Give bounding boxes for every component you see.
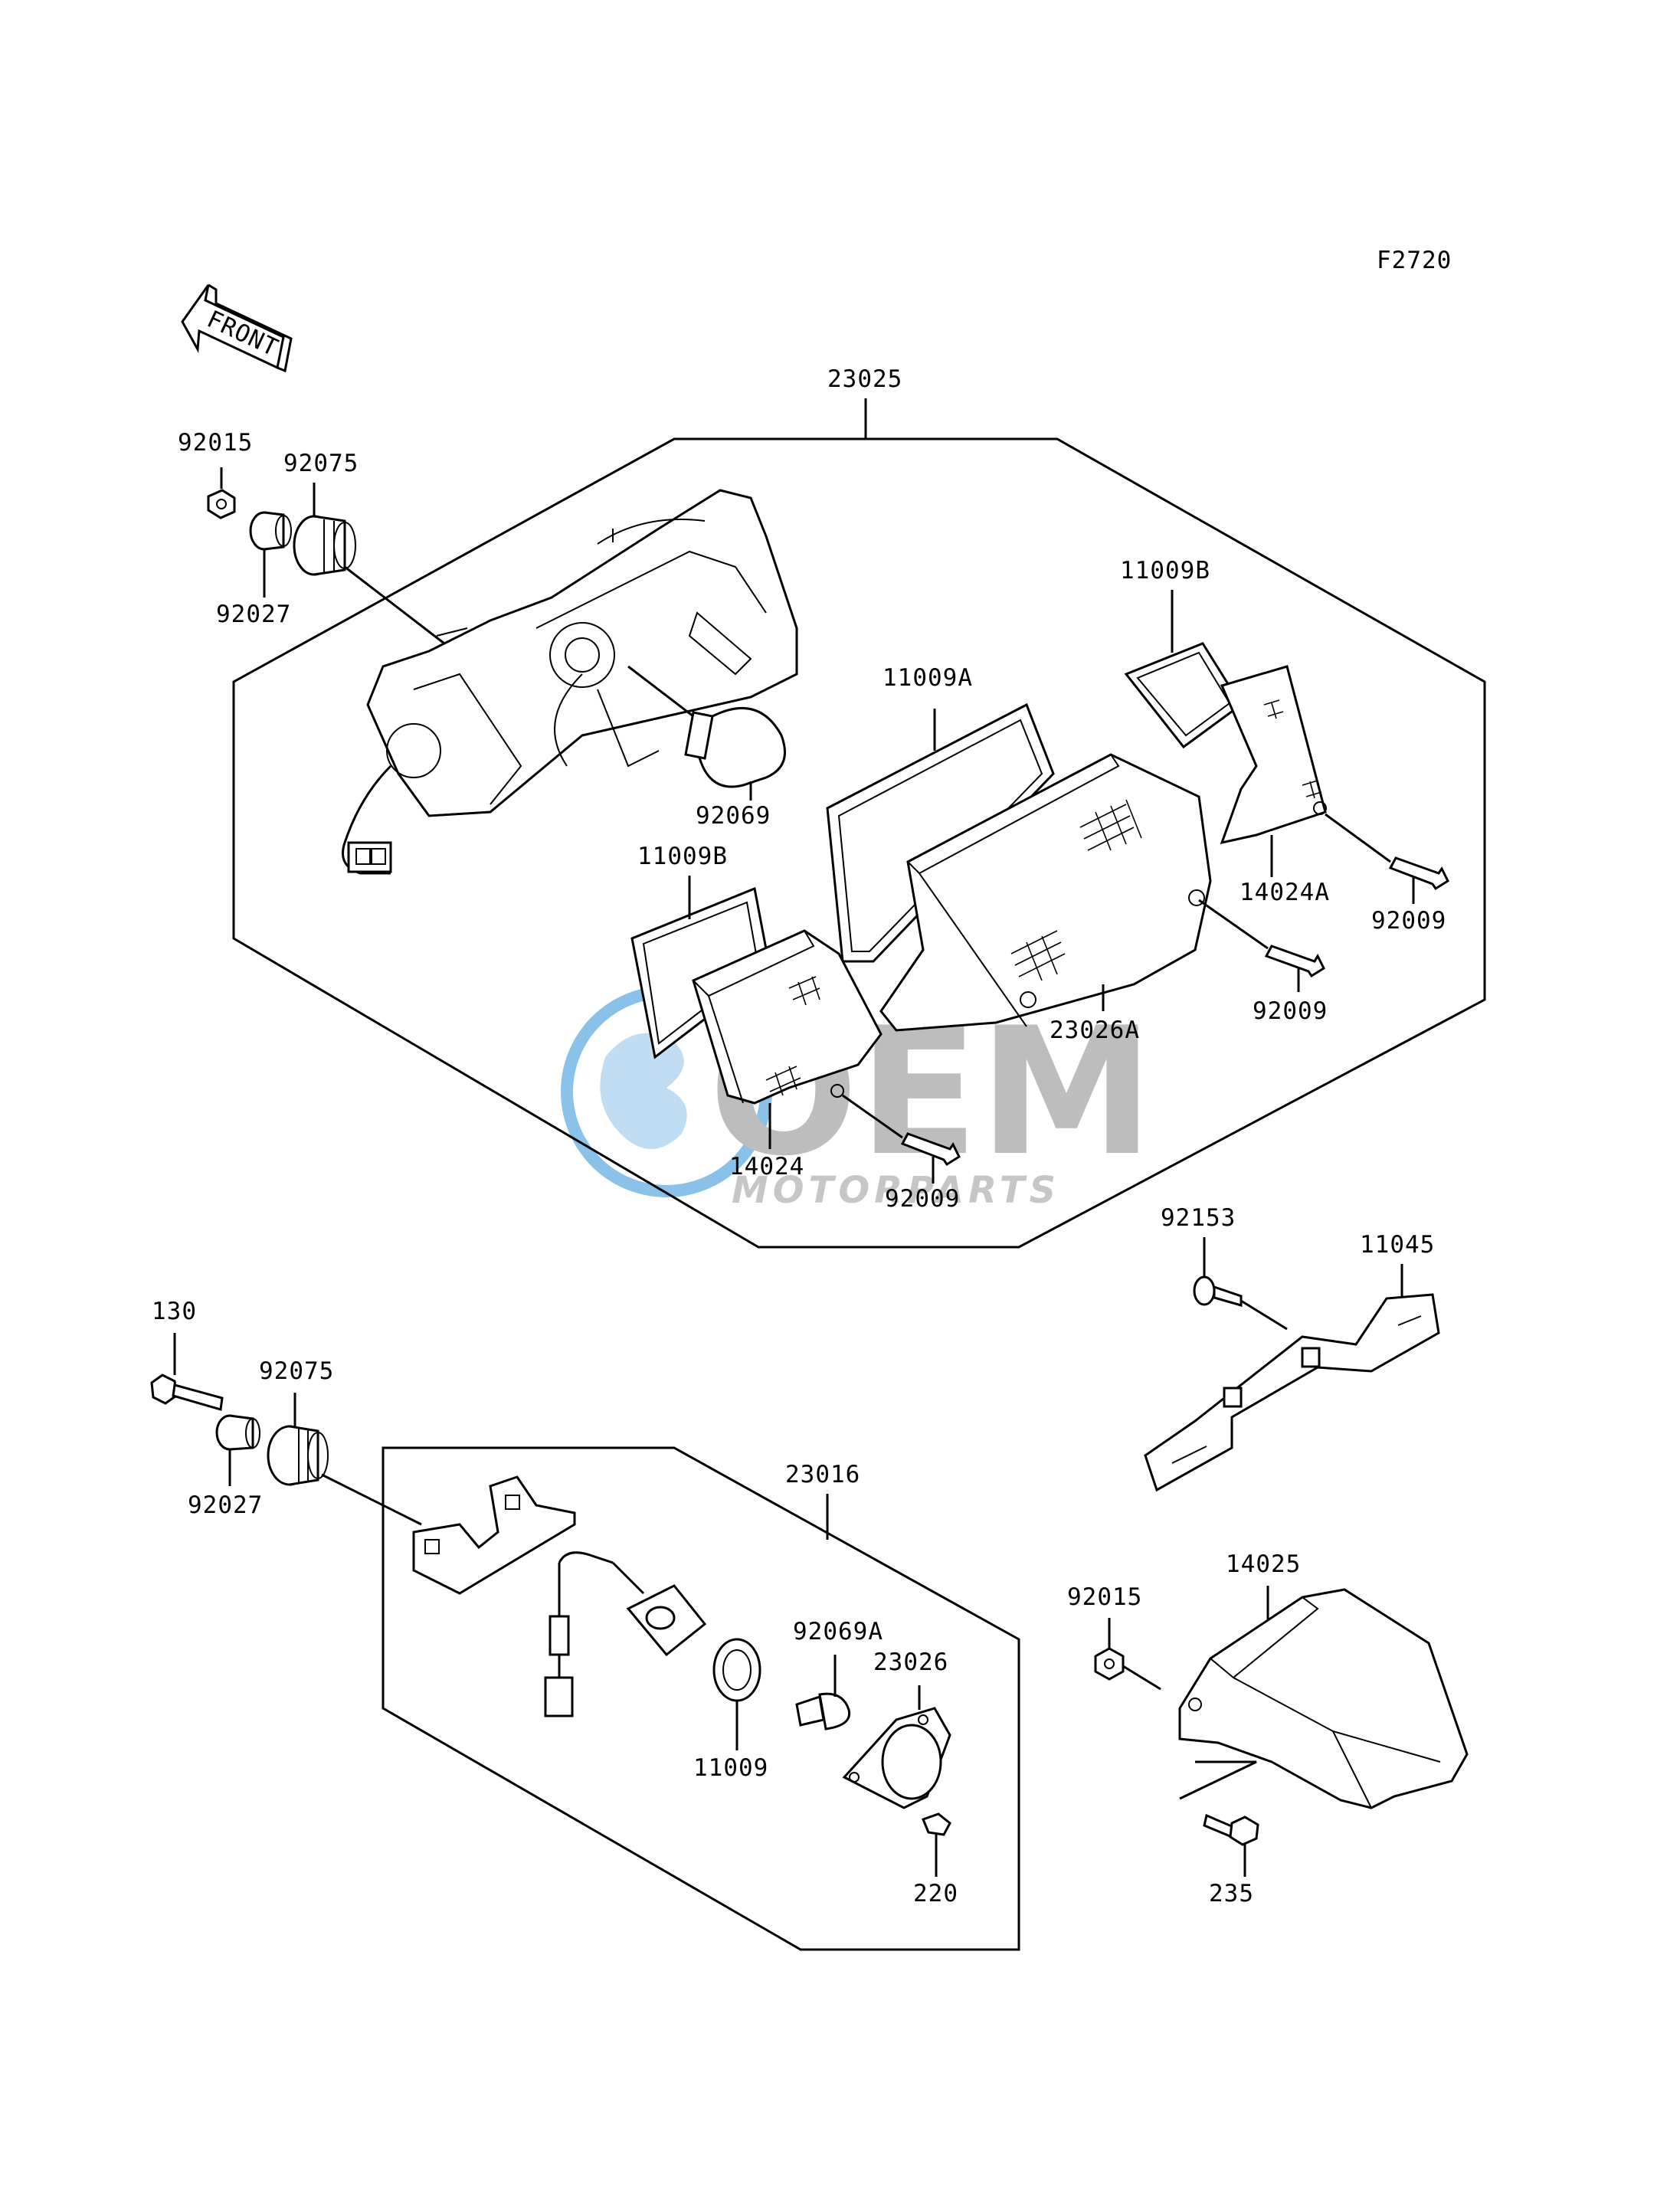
license-light-group: 23016 11009 920 (150, 1298, 1020, 1951)
label-92075-upper: 92075 (283, 450, 359, 477)
label-92069A: 92069A (793, 1618, 883, 1645)
lens-14024A-icon (1220, 665, 1327, 845)
label-11045: 11045 (1360, 1231, 1435, 1259)
bulb-92069A-icon (795, 1692, 851, 1730)
screw-92009-middle-icon (1264, 945, 1325, 978)
bracket-11045-icon (1144, 1293, 1440, 1492)
label-23016: 23016 (785, 1461, 860, 1488)
front-label: FRONT (203, 306, 283, 362)
label-11009B-right: 11009B (1120, 557, 1210, 584)
label-92009-right: 92009 (1371, 907, 1446, 935)
gasket-11009B-right-icon (1124, 642, 1243, 749)
label-92027-upper: 92027 (216, 601, 291, 628)
gasket-11009-icon (712, 1638, 761, 1702)
watermark-sub: MOTORPARTS (732, 1169, 1060, 1212)
label-14024: 14024 (729, 1153, 804, 1180)
collar-92027-lower-icon (215, 1414, 260, 1451)
label-11009A: 11009A (883, 664, 973, 692)
label-11009: 11009 (693, 1754, 768, 1782)
label-14025: 14025 (1226, 1550, 1301, 1578)
tail-light-assembly-group: 23025 92015 (178, 365, 1486, 1249)
label-92027-lower: 92027 (188, 1491, 263, 1519)
lens-hatch (1010, 799, 1142, 981)
label-235: 235 (1209, 1880, 1254, 1907)
screw-220-icon (922, 1812, 951, 1836)
label-23026: 23026 (873, 1649, 948, 1676)
collar-92027-icon (249, 511, 292, 551)
tail-light-housing (366, 489, 798, 817)
label-92069: 92069 (696, 802, 771, 830)
nut-92015-lower-icon (1094, 1647, 1125, 1681)
figure-code: F2720 (1377, 247, 1452, 274)
label-11009B-left: 11009B (637, 843, 728, 870)
grommet-92075-icon (293, 515, 356, 576)
label-23025: 23025 (827, 365, 902, 393)
bulb-92069-icon (684, 706, 786, 788)
screw-92153-icon (1193, 1275, 1243, 1307)
label-92075-lower: 92075 (259, 1357, 334, 1385)
screw-92009-right-icon (1388, 856, 1449, 891)
tail-light-wire-connector (342, 765, 392, 875)
label-92153: 92153 (1161, 1204, 1236, 1232)
label-220: 220 (913, 1880, 958, 1907)
lens-14024-icon (692, 929, 883, 1105)
lens-23026A-icon (879, 753, 1212, 1032)
screw-92009-left-icon (900, 1132, 961, 1167)
label-92009-left: 92009 (885, 1185, 960, 1213)
screw-235-icon (1203, 1813, 1259, 1846)
grommet-92075-lower-icon (267, 1425, 329, 1486)
socket-wire (544, 1551, 707, 1717)
bolt-130-icon (150, 1374, 224, 1411)
license-light-bracket (412, 1475, 576, 1595)
label-23026A: 23026A (1050, 1017, 1140, 1044)
label-14024A: 14024A (1240, 879, 1330, 906)
label-92015-upper: 92015 (178, 429, 253, 457)
label-92015-lower: 92015 (1067, 1583, 1142, 1611)
nut-92015-icon (207, 489, 236, 519)
cover-14025-icon (1178, 1588, 1469, 1809)
label-92009-middle: 92009 (1253, 997, 1328, 1025)
lens-23026-icon (842, 1707, 951, 1809)
bracket-11045-group: 11045 92153 (1144, 1204, 1440, 1492)
front-arrow-icon: FRONT (181, 283, 293, 373)
cover-14025-group: 14025 92015 235 (1067, 1550, 1469, 1907)
label-130: 130 (152, 1298, 197, 1325)
